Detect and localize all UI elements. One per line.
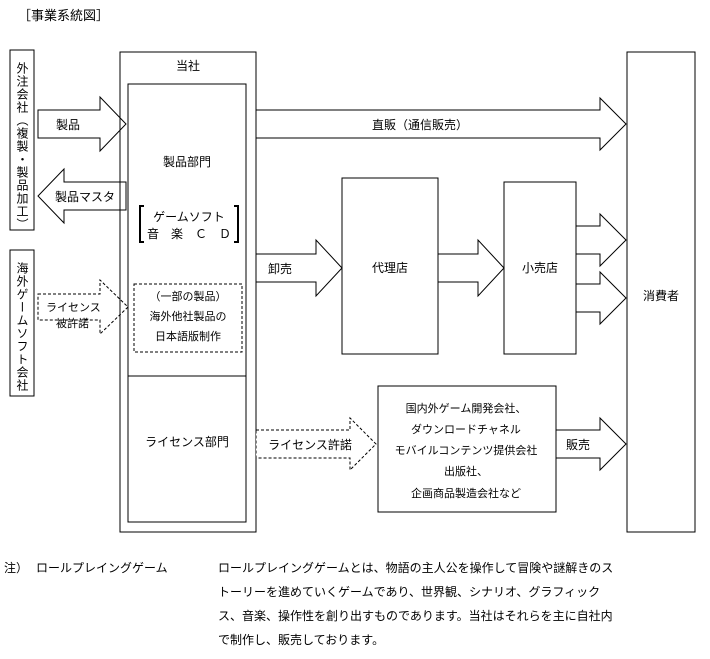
- license-division-label: ライセンス部門: [145, 434, 229, 449]
- wholesale-arrow: [255, 238, 343, 298]
- license-received-arrow: [37, 278, 129, 336]
- overseas-company-label: 海外ゲームソフト会社: [15, 261, 29, 392]
- localization-box: [133, 283, 243, 353]
- company-title: 当社: [176, 58, 200, 73]
- consumer-label: 消費者: [643, 288, 679, 303]
- direct-sales-label: 直販（通信販売）: [372, 117, 468, 132]
- retailer-to-consumer-arrow-lower: [575, 270, 627, 326]
- sales-label: 販売: [566, 437, 590, 452]
- bracket-right: [234, 205, 239, 243]
- licensee-line: 国内外ゲーム開発会社、: [406, 401, 527, 415]
- diagram-header: ［事業系統図］: [18, 8, 109, 24]
- retailer-box: [503, 181, 577, 355]
- licensee-line: 企画商品製造会社など: [411, 486, 521, 500]
- agency-label: 代理店: [372, 261, 408, 275]
- product-master-arrow-label: 製品マスタ: [55, 190, 115, 204]
- footnote-line: ロールプレイングゲームとは、物語の主人公を操作して冒険や謎解きのス: [218, 561, 614, 575]
- licensee-line: 出版社、: [444, 464, 488, 478]
- license-received-label-1: ライセンス: [46, 301, 101, 314]
- direct-sales-arrow: [255, 96, 627, 152]
- music-cd-label: 音 楽 Ｃ Ｄ: [147, 226, 231, 241]
- footnote-line: ス、音楽、操作性を創り出すものであります。当社はそれらを主に自社内: [218, 609, 613, 623]
- outsourcer-box: [9, 49, 35, 231]
- sales-arrow: [555, 416, 627, 472]
- licensee-line: ダウンロードチャネル: [411, 422, 521, 436]
- license-grant-arrow: [255, 416, 377, 472]
- product-arrow: [37, 95, 127, 153]
- company-box: [119, 51, 257, 533]
- bracket-left: [139, 205, 144, 243]
- footnote-line: トーリーを進めていくゲームであり、世界観、シナリオ、グラフィック: [218, 585, 601, 599]
- footnote-mark: 注）: [4, 561, 29, 575]
- overseas-company-box: [9, 249, 35, 397]
- consumer-box: [626, 51, 696, 533]
- product-master-arrow: [37, 167, 127, 225]
- overseas-products-label: 海外他社製品の: [150, 309, 227, 323]
- game-software-label: ゲームソフト: [153, 210, 225, 224]
- product-arrow-label: 製品: [56, 118, 80, 132]
- license-division-box: [127, 375, 247, 523]
- license-grant-label: ライセンス許諾: [268, 437, 352, 452]
- footnote-line: で制作し、販売しております。: [218, 633, 385, 647]
- japanese-edition-label: 日本語版制作: [155, 329, 221, 343]
- retailer-label: 小売店: [522, 260, 558, 275]
- licensee-line: モバイルコンテンツ提供会社: [395, 443, 538, 457]
- agency-to-retailer-arrow: [437, 238, 505, 298]
- products-division-label: 製品部門: [163, 154, 211, 169]
- outsourcer-label: 外注会社（複製・製品加工）: [15, 62, 29, 231]
- footnote-term: ロールプレイングゲーム: [36, 561, 168, 575]
- partial-products-label: （一部の製品）: [150, 289, 227, 303]
- wholesale-label: 卸売: [268, 261, 292, 276]
- license-received-label-2: 被許諾: [56, 316, 89, 330]
- retailer-to-consumer-arrow-upper: [575, 212, 627, 268]
